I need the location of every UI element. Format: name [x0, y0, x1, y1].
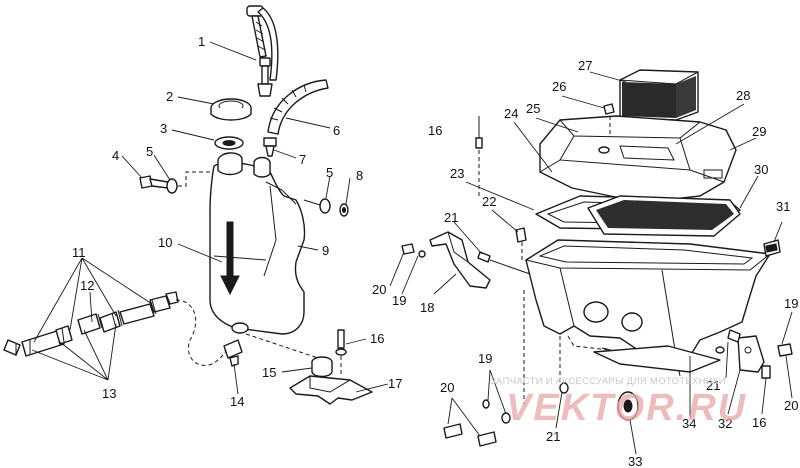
callout-30: 30: [754, 162, 768, 177]
callout-12: 12: [80, 278, 94, 293]
callout-27: 27: [578, 58, 592, 73]
watermark-brand: VEKTOR.RU: [506, 387, 747, 429]
watermark-tagline: ЗАПЧАСТИ И АКСЕССУАРЫ ДЛЯ МОТОТЕХНИКИ: [490, 376, 726, 387]
callout-16-top: 16: [428, 123, 442, 138]
callout-10: 10: [158, 235, 172, 250]
callout-20-right: 20: [784, 398, 798, 413]
callout-33: 33: [628, 454, 642, 468]
vent-hose: [267, 79, 329, 135]
tank-bracket: [289, 375, 373, 405]
callout-32: 32: [718, 416, 732, 431]
callout-9: 9: [322, 243, 329, 258]
callout-19-bottom: 19: [478, 351, 492, 366]
callout-22: 22: [482, 194, 496, 209]
callout-23: 23: [450, 166, 464, 181]
callout-16-left: 16: [370, 331, 384, 346]
callout-11: 11: [72, 245, 86, 260]
callout-14: 14: [230, 394, 244, 409]
callout-4: 4: [112, 148, 119, 163]
oil-tank-body: [209, 161, 306, 335]
callout-15: 15: [262, 365, 276, 380]
oil-tank-assembly: [3, 5, 373, 405]
air-box-assembly: [401, 69, 793, 447]
callout-3: 3: [160, 121, 167, 136]
air-box-bracket: [429, 231, 491, 289]
callout-20-mid: 20: [372, 282, 386, 297]
callout-19-mid: 19: [392, 293, 406, 308]
callout-5-right: 5: [326, 165, 333, 180]
callout-18: 18: [420, 300, 434, 315]
callout-21-bottom: 21: [546, 429, 560, 444]
callout-16-bottom: 16: [752, 415, 766, 430]
air-box-cover: [539, 115, 737, 201]
callout-5-left: 5: [146, 144, 153, 159]
callout-19-right: 19: [784, 296, 798, 311]
leader-lines: [31, 41, 793, 455]
callout-13: 13: [102, 386, 116, 401]
callout-26: 26: [552, 79, 566, 94]
callout-29: 29: [752, 124, 766, 139]
callout-25: 25: [526, 101, 540, 116]
callout-24: 24: [504, 106, 518, 121]
callout-31: 31: [776, 199, 790, 214]
callout-17: 17: [388, 376, 402, 391]
callout-28: 28: [736, 88, 750, 103]
callout-1: 1: [198, 34, 205, 49]
callout-20-bottom: 20: [440, 380, 454, 395]
callout-labels: 1 2 3 4 5 5 6 7 8 9 10 11 12 13 14 15 16…: [72, 34, 798, 468]
dipstick: [246, 5, 279, 97]
callout-21-mid: 21: [444, 210, 458, 225]
callout-8: 8: [356, 168, 363, 183]
callout-2: 2: [166, 89, 173, 104]
oil-hose-assembly: [3, 291, 179, 357]
callout-34: 34: [682, 416, 696, 431]
callout-6: 6: [333, 123, 340, 138]
watermark: ЗАПЧАСТИ И АКСЕССУАРЫ ДЛЯ МОТОТЕХНИКИ VE…: [490, 376, 747, 429]
callout-7: 7: [299, 152, 306, 167]
callout-21-right: 21: [706, 378, 720, 393]
